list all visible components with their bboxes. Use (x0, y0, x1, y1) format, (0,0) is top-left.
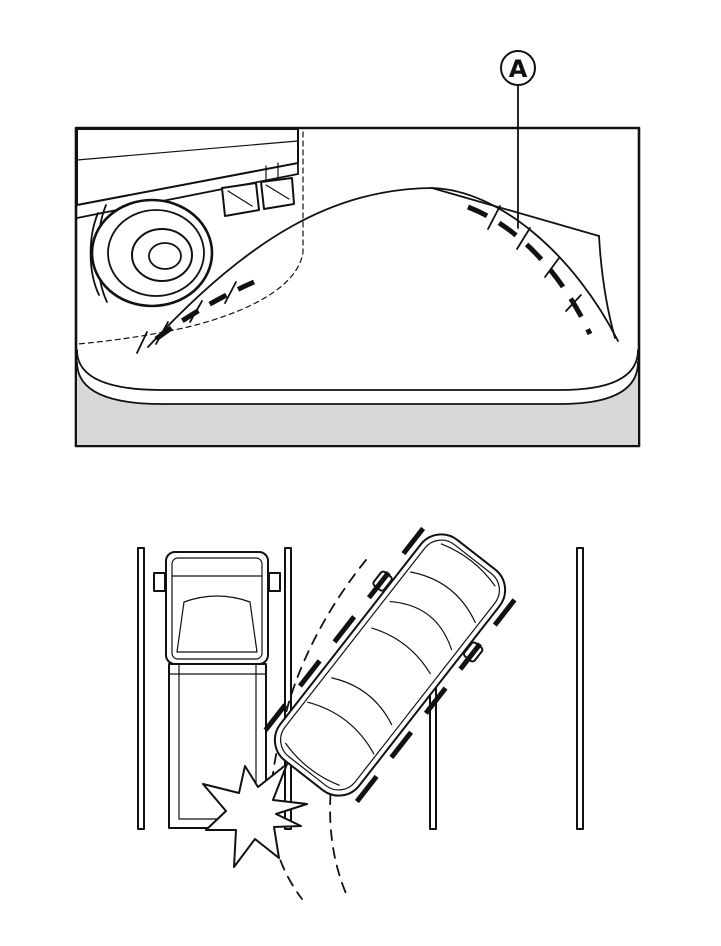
parking-diagram-panel (137, 526, 584, 900)
tire-face-ring (107, 209, 205, 297)
car-body-inner-outline (280, 539, 500, 791)
callout-a: A (500, 50, 536, 229)
guide-left-tick-3 (224, 281, 237, 304)
car-body-outline (273, 533, 507, 797)
guide-a-tick-2 (516, 227, 531, 250)
car-side-guide-right (352, 598, 517, 807)
guide-a-tick-3 (544, 257, 560, 278)
guide-line-left (136, 279, 256, 354)
guide-left-tick-4 (136, 331, 148, 354)
guide-left-tick-2 (189, 300, 203, 323)
truck-clearance-dotted-line (77, 131, 304, 345)
car-roof-arc (371, 627, 431, 675)
guide-line-a (467, 204, 593, 336)
guide-line-left-dashes (154, 279, 256, 342)
car-rear-arc (285, 742, 340, 786)
tire-tread-arc-1 (89, 212, 100, 296)
truck-cab-outline (165, 551, 269, 665)
guide-flag-top-line (431, 187, 600, 237)
truck-mirror-right (268, 572, 281, 592)
truck-cab-inner-outline (171, 557, 263, 660)
bumper-upper-edge (76, 349, 639, 391)
truck-windshield (176, 595, 258, 653)
guide-left-tick-1 (155, 321, 169, 345)
truck-rear-illustration (76, 128, 304, 345)
car-windshield-arc (389, 600, 453, 651)
guide-flag-right-edge (598, 235, 616, 339)
wheel-rim (131, 228, 193, 282)
car-front-arc (440, 543, 496, 587)
wheel-hub (148, 242, 182, 270)
parking-line-1 (137, 547, 145, 830)
parking-line-4 (576, 547, 584, 830)
guide-line-a-dashes (467, 204, 593, 336)
car-top-view (261, 526, 517, 807)
guide-a-tick-1 (487, 205, 501, 230)
car-trunk-arc (307, 701, 375, 755)
mudflap-hatch-1 (227, 190, 253, 207)
callout-a-label: A (509, 55, 528, 83)
guide-a-tick-4 (565, 294, 582, 312)
callout-a-circle (500, 50, 536, 86)
truck-wheel (89, 198, 214, 308)
car-hood-arc (410, 571, 476, 624)
parking-line-2 (284, 547, 292, 830)
bumper-lower-edge (76, 361, 639, 405)
truck-mirror-left (153, 572, 166, 592)
mudflap-hatch-2 (265, 184, 290, 200)
car-rear-window-arc (331, 677, 393, 726)
truck-bed-slat-line (76, 140, 299, 161)
bumper-band (77, 362, 638, 445)
camera-view-panel: A (74, 50, 641, 448)
collision-star (202, 763, 308, 868)
mudflap-box-2 (260, 177, 295, 210)
car-side-guide-left (261, 526, 426, 735)
